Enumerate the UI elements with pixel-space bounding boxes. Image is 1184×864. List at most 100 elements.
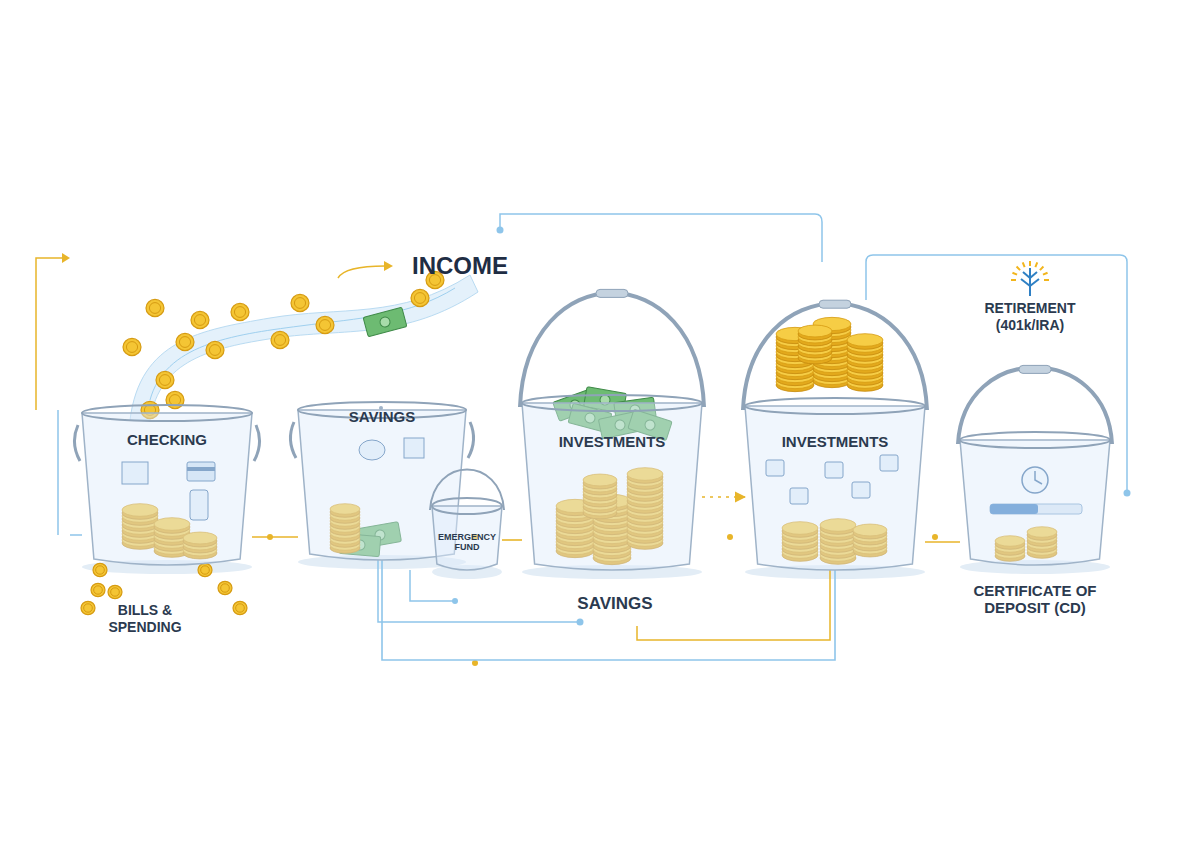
banknote-seal	[584, 412, 596, 424]
sun-ray	[1023, 262, 1025, 267]
sun-ray	[1044, 279, 1049, 281]
flow-line	[378, 560, 580, 622]
coin-face	[126, 342, 137, 353]
investment-icon	[790, 488, 808, 504]
coin-face	[149, 303, 160, 314]
bucket-rim	[522, 395, 702, 411]
bucket-rim	[82, 405, 252, 421]
coin-face	[429, 275, 440, 286]
flow-connector	[502, 539, 522, 541]
coin	[123, 338, 141, 355]
bucket-body	[745, 406, 925, 570]
coin-top	[847, 334, 883, 347]
bucket-label: INVESTMENTS	[522, 433, 702, 450]
banknote-seal	[644, 419, 657, 432]
bucket-node: SAVINGS	[298, 402, 466, 560]
sun-ray	[1012, 273, 1017, 275]
bucket-outline	[745, 398, 925, 570]
bucket-rim	[298, 402, 466, 418]
flow-heading: INCOME	[395, 252, 525, 281]
coin-face	[294, 298, 305, 309]
coin	[91, 583, 105, 596]
coin-top	[154, 518, 190, 531]
flow-label: RETIREMENT (401k/IRA)	[955, 300, 1105, 334]
sun-ray	[1043, 273, 1048, 275]
coin-face	[209, 345, 220, 356]
flow-connector	[925, 541, 960, 543]
coin	[271, 331, 289, 348]
coin	[156, 371, 174, 388]
clock-icon	[1022, 467, 1048, 493]
bucket-label: CHECKING	[82, 431, 252, 448]
coin	[176, 333, 194, 350]
banknote	[363, 307, 407, 337]
flow-dot	[727, 534, 733, 540]
progress-fill	[990, 504, 1038, 514]
tree-icon	[1011, 261, 1049, 296]
bucket-body	[432, 506, 502, 570]
coin-face	[319, 320, 330, 331]
coin-face	[221, 584, 230, 592]
coin	[411, 289, 429, 306]
coin	[146, 299, 164, 316]
banknote-seal	[614, 419, 626, 431]
flow-line	[36, 258, 62, 410]
banknote-body	[628, 409, 672, 440]
flow-dot	[1124, 490, 1131, 497]
coin-top	[820, 519, 856, 532]
sun-ray	[1017, 267, 1021, 271]
coin	[81, 601, 95, 614]
piggy-icon	[359, 440, 385, 460]
investment-icon	[766, 460, 784, 476]
flow-dot	[932, 534, 938, 540]
coin	[206, 341, 224, 358]
coin-face	[94, 586, 103, 594]
bill-icon	[122, 462, 148, 484]
coin-top	[1027, 527, 1057, 538]
coin-top	[798, 325, 832, 337]
coin-face	[234, 307, 245, 318]
bucket-side-handle	[290, 422, 473, 458]
handle-back	[379, 406, 383, 410]
investment-icon	[880, 455, 898, 471]
clock-hands	[1035, 471, 1042, 484]
coin	[191, 311, 209, 328]
calendar-icon	[404, 438, 424, 458]
coin-face	[111, 588, 120, 596]
bucket-outline	[432, 498, 502, 570]
bucket-body	[960, 440, 1110, 565]
coin	[426, 271, 444, 288]
progress-bar	[990, 504, 1082, 514]
flow-dot	[472, 534, 478, 540]
coin-top	[627, 468, 663, 481]
coin	[141, 401, 159, 418]
flow-connector	[702, 496, 745, 498]
flow-line	[58, 410, 82, 535]
sun-ray	[1011, 279, 1016, 281]
bucket-rim	[745, 398, 925, 414]
banknote-seal	[379, 316, 391, 328]
coin	[291, 294, 309, 311]
coin-top	[782, 522, 818, 535]
sun-ray	[1040, 267, 1044, 271]
handle-grip	[596, 289, 628, 297]
flow-connector	[252, 536, 298, 538]
coin	[316, 316, 334, 333]
bucket-rim	[960, 432, 1110, 448]
bucket-node: INVESTMENTS	[745, 398, 925, 570]
coin-top	[583, 474, 617, 486]
coin-face	[201, 566, 210, 574]
flow-dot	[497, 227, 504, 234]
flow-line	[637, 570, 830, 640]
sun-ray	[1035, 262, 1037, 267]
bucket-body	[298, 410, 466, 560]
flow-label: SAVINGS	[560, 594, 670, 614]
coin-top	[995, 536, 1025, 547]
bucket-outline	[960, 432, 1110, 565]
handle-grip	[1019, 365, 1051, 373]
bucket-body	[522, 403, 702, 570]
coin-face	[169, 395, 180, 406]
bucket-label: CERTIFICATE OF DEPOSIT (CD)	[965, 582, 1105, 617]
